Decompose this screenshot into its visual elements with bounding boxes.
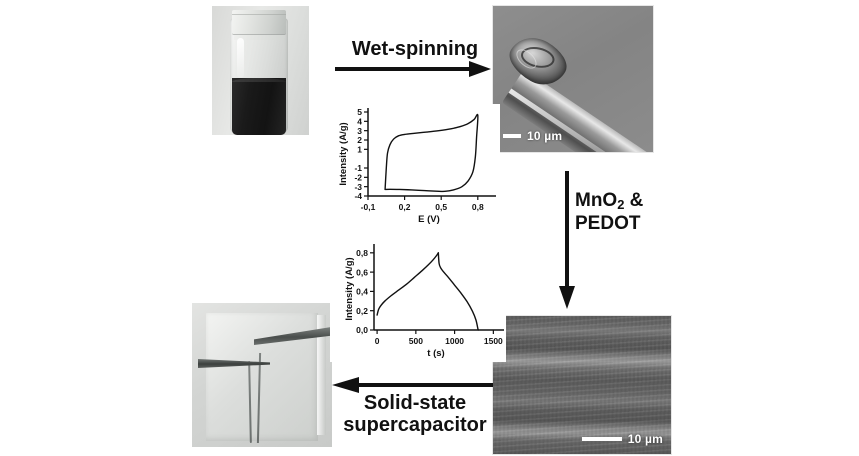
- solid-state-line1: Solid-state: [363, 392, 467, 414]
- scale-bar-top: 10 µm: [503, 129, 562, 143]
- svg-text:1000: 1000: [445, 336, 464, 346]
- dispersion-vial-photo: [212, 6, 309, 135]
- process-label-solid-state: Solid-state supercapacitor: [325, 392, 505, 437]
- film-edge-highlight: [317, 315, 326, 435]
- svg-text:1500: 1500: [484, 336, 503, 346]
- sem-background: [493, 316, 671, 454]
- svg-text:Intensity (A/g): Intensity (A/g): [344, 257, 355, 320]
- svg-text:1: 1: [357, 145, 362, 155]
- svg-text:0,0: 0,0: [356, 325, 368, 335]
- mno2-subscript: 2: [617, 197, 625, 213]
- solid-state-line2: supercapacitor: [343, 414, 487, 437]
- vial-neck: [234, 32, 284, 40]
- svg-text:0,4: 0,4: [356, 287, 368, 297]
- svg-text:0,8: 0,8: [356, 248, 368, 258]
- svg-text:0,2: 0,2: [356, 306, 368, 316]
- process-label-wet-spinning: Wet-spinning: [351, 38, 479, 60]
- arrow-left-solid-state: [332, 377, 493, 393]
- vial-black-dispersion: [232, 78, 286, 135]
- tweezer-left: [198, 359, 270, 368]
- arrow-down-mno2-pedot: [559, 171, 575, 309]
- svg-text:0,2: 0,2: [399, 202, 411, 212]
- vial-cap: [232, 10, 286, 35]
- sem-noise-overlay: [493, 316, 671, 454]
- pedot-line: PEDOT: [575, 212, 641, 234]
- gcd-plot-svg: 0,0 0,2 0,4 0,6 0,8 0 500 1000 1500 t (s) Intensit…: [344, 244, 504, 359]
- svg-text:-3: -3: [354, 182, 362, 192]
- mno2-text: MnO: [575, 190, 618, 211]
- vial-glass-highlight: [237, 38, 244, 78]
- ampersand-text: &: [624, 190, 644, 211]
- svg-text:2: 2: [357, 135, 362, 145]
- svg-text:-0,1: -0,1: [361, 202, 376, 212]
- svg-text:0,8: 0,8: [472, 202, 484, 212]
- svg-text:0: 0: [375, 336, 380, 346]
- svg-text:0,6: 0,6: [356, 267, 368, 277]
- svg-text:500: 500: [409, 336, 423, 346]
- svg-text:-2: -2: [354, 173, 362, 183]
- scale-bar-label: 10 µm: [627, 432, 663, 446]
- gcd-plot: 0,0 0,2 0,4 0,6 0,8 0 500 1000 1500 t (s) Intensit…: [330, 238, 506, 362]
- svg-text:Intensity (A/g): Intensity (A/g): [338, 122, 349, 185]
- scale-bar-bottom: 10 µm: [581, 432, 663, 446]
- svg-text:t (s): t (s): [427, 348, 444, 359]
- mno2-line: MnO2 &: [575, 190, 685, 213]
- svg-text:E (V): E (V): [418, 214, 440, 225]
- scale-bar-line: [503, 134, 521, 138]
- fiber-supercapacitor-photo: [192, 303, 332, 447]
- svg-text:0,5: 0,5: [435, 202, 447, 212]
- svg-text:5: 5: [357, 107, 362, 117]
- process-label-mno2-pedot: MnO2 & PEDOT: [575, 190, 685, 234]
- svg-text:4: 4: [357, 117, 362, 127]
- scale-bar-line: [581, 437, 622, 441]
- svg-text:-4: -4: [354, 191, 362, 201]
- sem-fiber-tip: 10 µm: [492, 5, 654, 153]
- svg-text:3: 3: [357, 126, 362, 136]
- fiber-striations: [493, 316, 671, 454]
- scale-bar-label: 10 µm: [527, 129, 563, 143]
- arrow-right-wet-spinning: [335, 61, 491, 77]
- sem-coated-fiber: 10 µm: [492, 315, 672, 455]
- svg-text:-1: -1: [354, 163, 362, 173]
